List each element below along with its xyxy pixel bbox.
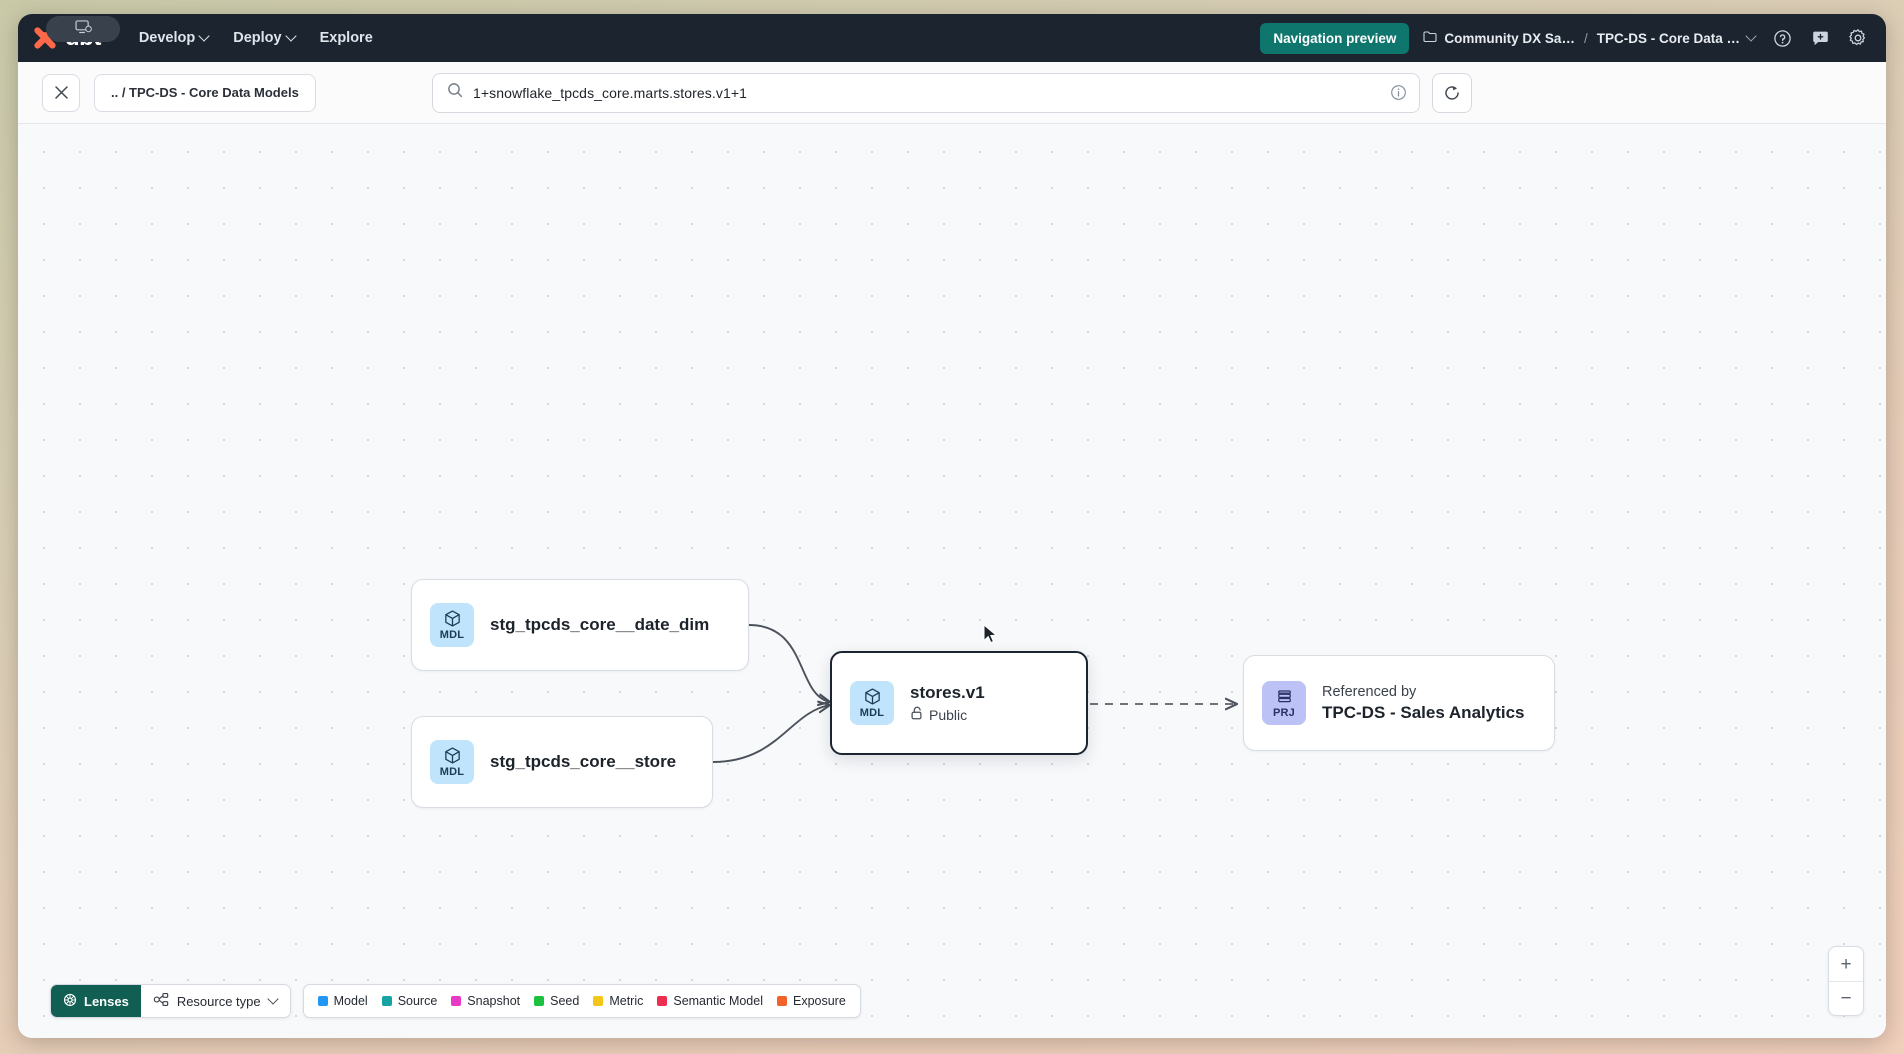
legend-swatch [534,996,545,1006]
search-icon [447,82,463,103]
legend-item-seed: Seed [534,994,579,1008]
graph-node-stg-date-dim[interactable]: MDL stg_tpcds_core__date_dim [411,579,749,671]
navigation-preview-button[interactable]: Navigation preview [1260,22,1410,54]
legend-item-semantic-model: Semantic Model [657,994,763,1008]
project-stack-icon [1277,690,1291,703]
refresh-button[interactable] [1432,72,1472,113]
close-lineage-button[interactable] [42,73,80,112]
node-title: stg_tpcds_core__date_dim [490,615,710,634]
nav-item-develop-label: Develop [138,30,196,46]
project-breadcrumb-button[interactable]: .. / TPC-DS - Core Data Models [94,73,316,112]
edge-date-dim-to-stores [748,624,830,702]
legend-label: Model [333,994,368,1008]
graph-node-stg-store[interactable]: MDL stg_tpcds_core__store [411,716,713,808]
legend-item-metric: Metric [593,994,643,1008]
nav-item-explore-label: Explore [319,30,373,46]
nav-item-develop[interactable]: Develop [127,24,221,52]
node-access-label: Public [929,706,968,723]
search-input[interactable] [473,84,1380,101]
screen-share-pill[interactable] [46,16,120,42]
lineage-toolbar: .. / TPC-DS - Core Data Models [18,62,1886,124]
legend-swatch [657,996,668,1006]
legend-swatch [593,996,604,1006]
node-kicker: Referenced by [1322,683,1417,700]
cube-icon [444,610,460,627]
node-text: stg_tpcds_core__date_dim [490,615,709,635]
resource-type-filter-button[interactable]: Resource type [140,985,290,1017]
zoom-in-button[interactable]: + [1840,953,1852,975]
legend-swatch [776,996,787,1006]
legend-item-source: Source [381,994,438,1008]
model-badge: MDL [430,603,474,647]
lineage-bottom-bar: Lenses Resource type [50,984,861,1018]
legend-item-snapshot: Snapshot [451,994,520,1008]
account-project-breadcrumb: Community DX Sa… / TPC-DS - Core Data … [1423,30,1756,46]
folder-icon [1423,30,1437,46]
nav-item-explore[interactable]: Explore [308,24,385,52]
node-title: TPC-DS - Sales Analytics [1322,702,1525,722]
lens-control-group: Lenses Resource type [50,984,291,1018]
badge-label: MDL [439,629,465,641]
nodes-icon [153,992,169,1010]
legend-swatch [451,996,462,1006]
zoom-out-button[interactable]: − [1829,981,1863,1015]
gear-icon[interactable] [1846,26,1870,50]
edge-store-to-stores [712,705,830,763]
help-icon[interactable] [1770,26,1794,50]
app-window: dbt Develop Deploy Explore Navigation pr… [18,14,1886,1038]
screen-share-icon [74,19,92,39]
chevron-down-icon [287,32,296,41]
model-badge: MDL [430,740,474,784]
legend-label: Snapshot [467,994,521,1008]
top-navigation-bar: dbt Develop Deploy Explore Navigation pr… [18,14,1886,62]
node-text: stores.v1 Public [910,683,985,723]
lens-icon [63,993,77,1010]
legend-swatch [317,996,328,1006]
node-access-status: Public [910,706,985,723]
zoom-controls: + − [1828,946,1864,1016]
cube-icon [444,747,460,764]
unlock-icon [910,706,923,723]
graph-node-referenced-by-project[interactable]: PRJ Referenced by TPC-DS - Sales Analyti… [1243,655,1555,751]
nav-item-deploy[interactable]: Deploy [221,24,307,52]
chevron-down-icon [269,995,278,1004]
legend-label: Metric [609,994,644,1008]
resource-type-label: Resource type [176,993,261,1009]
lineage-edges [712,624,1886,763]
node-title: stg_tpcds_core__store [490,752,677,771]
legend-label: Exposure [792,994,846,1008]
lineage-graph-canvas[interactable]: MDL stg_tpcds_core__date_dim MDL stg_tpc… [18,124,1886,1038]
lineage-search-field[interactable] [432,72,1420,113]
breadcrumb-account-name[interactable]: Community DX Sa… [1444,30,1575,46]
breadcrumb-project-name[interactable]: TPC-DS - Core Data … [1596,30,1740,46]
search-area [432,72,1472,113]
legend-item-exposure: Exposure [776,994,846,1008]
badge-label: MDL [859,707,885,719]
legend-swatch [381,996,392,1006]
feedback-chat-icon[interactable] [1808,26,1832,50]
lenses-button[interactable]: Lenses [51,985,141,1017]
badge-label: PRJ [1273,707,1295,719]
lenses-label: Lenses [84,993,129,1009]
graph-node-stores-v1[interactable]: MDL stores.v1 Public [830,651,1088,755]
nav-item-deploy-label: Deploy [233,30,282,46]
cube-icon [864,688,880,705]
project-badge: PRJ [1262,681,1306,725]
chevron-down-icon[interactable] [1747,32,1756,41]
badge-label: MDL [439,766,465,778]
top-navigation-right-group: Navigation preview Community DX Sa… / TP… [1260,22,1870,54]
breadcrumb-separator: / [1583,30,1588,46]
resource-type-legend: Model Source Snapshot Seed Metric [302,984,861,1018]
node-text: stg_tpcds_core__store [490,752,676,772]
legend-label: Seed [550,994,580,1008]
legend-label: Semantic Model [673,994,763,1008]
info-circle-icon[interactable] [1390,84,1407,101]
model-badge: MDL [850,681,894,725]
chevron-down-icon [200,32,209,41]
node-title: stores.v1 [910,683,985,702]
legend-label: Source [397,994,438,1008]
legend-item-model: Model [317,994,368,1008]
node-text: Referenced by TPC-DS - Sales Analytics [1322,684,1525,723]
